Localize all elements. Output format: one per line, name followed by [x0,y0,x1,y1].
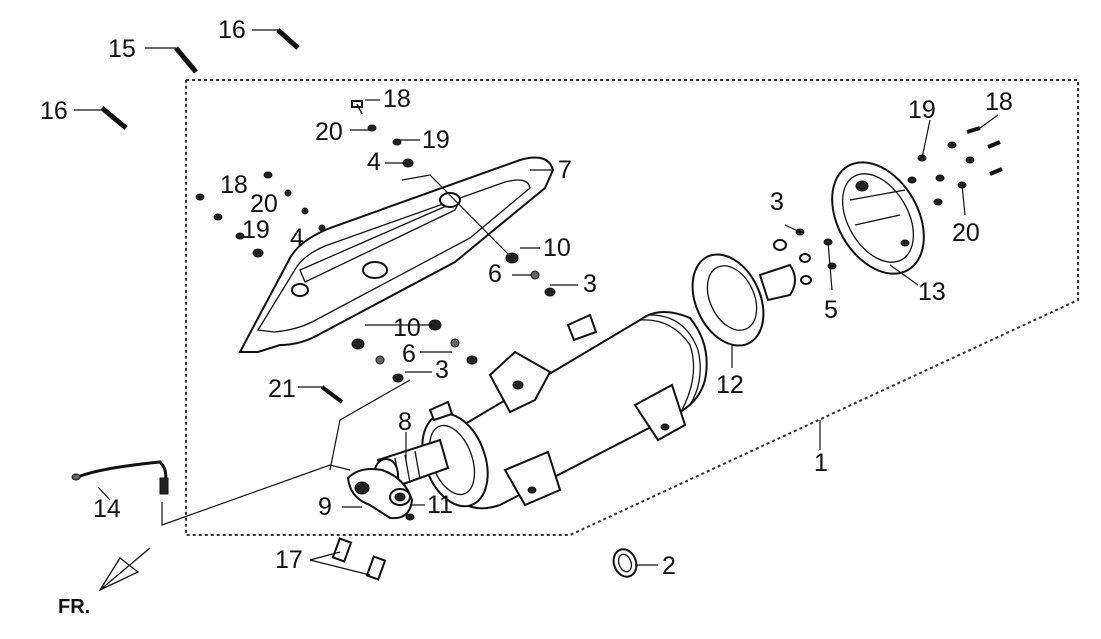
leader-lines [74,29,999,576]
label-8: 8 [398,408,412,436]
label-2: 2 [662,552,676,580]
label-3a: 3 [583,270,597,298]
gasket-2 [612,548,638,578]
label-14: 14 [93,495,121,523]
label-18c: 18 [985,88,1013,116]
label-19b: 19 [242,216,270,244]
label-16b: 16 [40,97,68,125]
label-7: 7 [558,156,572,184]
label-19c: 19 [908,96,936,124]
label-11: 11 [427,491,453,519]
label-16a: 16 [218,16,246,44]
muffler-body-1 [421,311,708,510]
label-17: 17 [275,546,303,574]
label-5: 5 [824,296,838,324]
front-direction-marker: FR. [58,547,151,618]
tail-cover-13 [831,161,925,275]
label-20a: 20 [315,118,343,146]
label-18a: 18 [383,85,411,113]
label-10b: 10 [393,314,421,342]
assembly-boundary [185,79,1079,536]
label-20b: 20 [250,190,278,218]
label-4b: 4 [290,224,304,252]
label-3c: 3 [770,188,784,216]
exhaust-inlet-pipe [346,438,450,521]
label-1: 1 [814,449,828,477]
callout-labels: 1 2 3 3 3 4 4 5 6 6 7 8 9 10 10 11 12 13… [40,16,1013,580]
label-9: 9 [318,493,332,521]
sensor-cable-14 [71,460,169,495]
label-13: 13 [918,278,946,306]
label-15: 15 [108,35,136,63]
label-6a: 6 [488,260,502,288]
label-12: 12 [716,371,744,399]
label-18b: 18 [220,171,248,199]
label-19a: 19 [422,126,450,154]
label-10a: 10 [543,234,571,262]
front-direction-label: FR. [58,596,90,618]
label-20c: 20 [952,219,980,247]
label-21: 21 [268,375,296,403]
label-6b: 6 [402,340,416,368]
end-cap-12 [691,253,796,347]
heat-shield-7 [238,156,555,353]
label-3b: 3 [435,356,449,384]
label-4a: 4 [367,148,381,176]
fasteners [100,28,1003,581]
